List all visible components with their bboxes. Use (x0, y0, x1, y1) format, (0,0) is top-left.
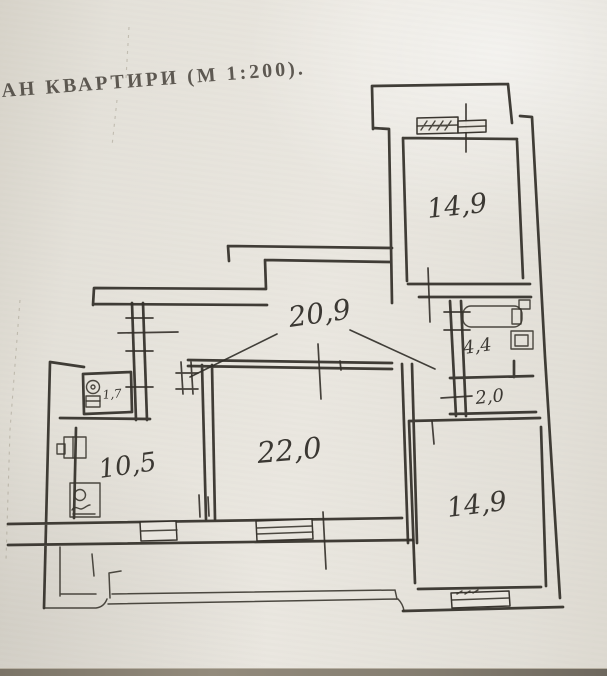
outer-walls (6, 82, 565, 613)
room-label-living-room: 22,0 (255, 430, 323, 470)
room-label-bedroom-top: 14,9 (425, 188, 488, 225)
kitchen-vent (56, 436, 87, 459)
bathroom-sink (510, 330, 534, 350)
room-labels: 14,9 4,4 2,0 14,9 20,9 22,0 10,5 1,7 (97, 188, 509, 524)
bathtub (462, 305, 523, 328)
loggia-outline (43, 546, 405, 612)
room-label-bathroom: 4,4 (461, 334, 493, 359)
room-label-storage: 1,7 (102, 386, 123, 402)
room-label-hallway: 20,9 (285, 293, 352, 334)
storage-washbasin (85, 379, 101, 408)
wall-vent-box (518, 299, 531, 310)
inner-walls (58, 136, 548, 591)
window-bottom-bedroom (450, 589, 511, 609)
fold-crease (5, 26, 130, 561)
photo-bottom-edge (0, 668, 607, 676)
hallway-leader-lines (189, 329, 436, 378)
window-living-room (255, 518, 314, 542)
door-marks (117, 103, 473, 570)
window-top-bedroom (416, 116, 487, 135)
window-kitchen (139, 520, 178, 542)
walls (6, 82, 565, 613)
plan-title: АН КВАРТИРИ (М 1:200). (1, 57, 307, 102)
room-label-toilet: 2,0 (473, 385, 505, 409)
room-label-kitchen: 10,5 (97, 447, 159, 485)
kitchen-stove (69, 482, 101, 518)
room-label-bedroom-bottom: 14,9 (445, 486, 508, 524)
